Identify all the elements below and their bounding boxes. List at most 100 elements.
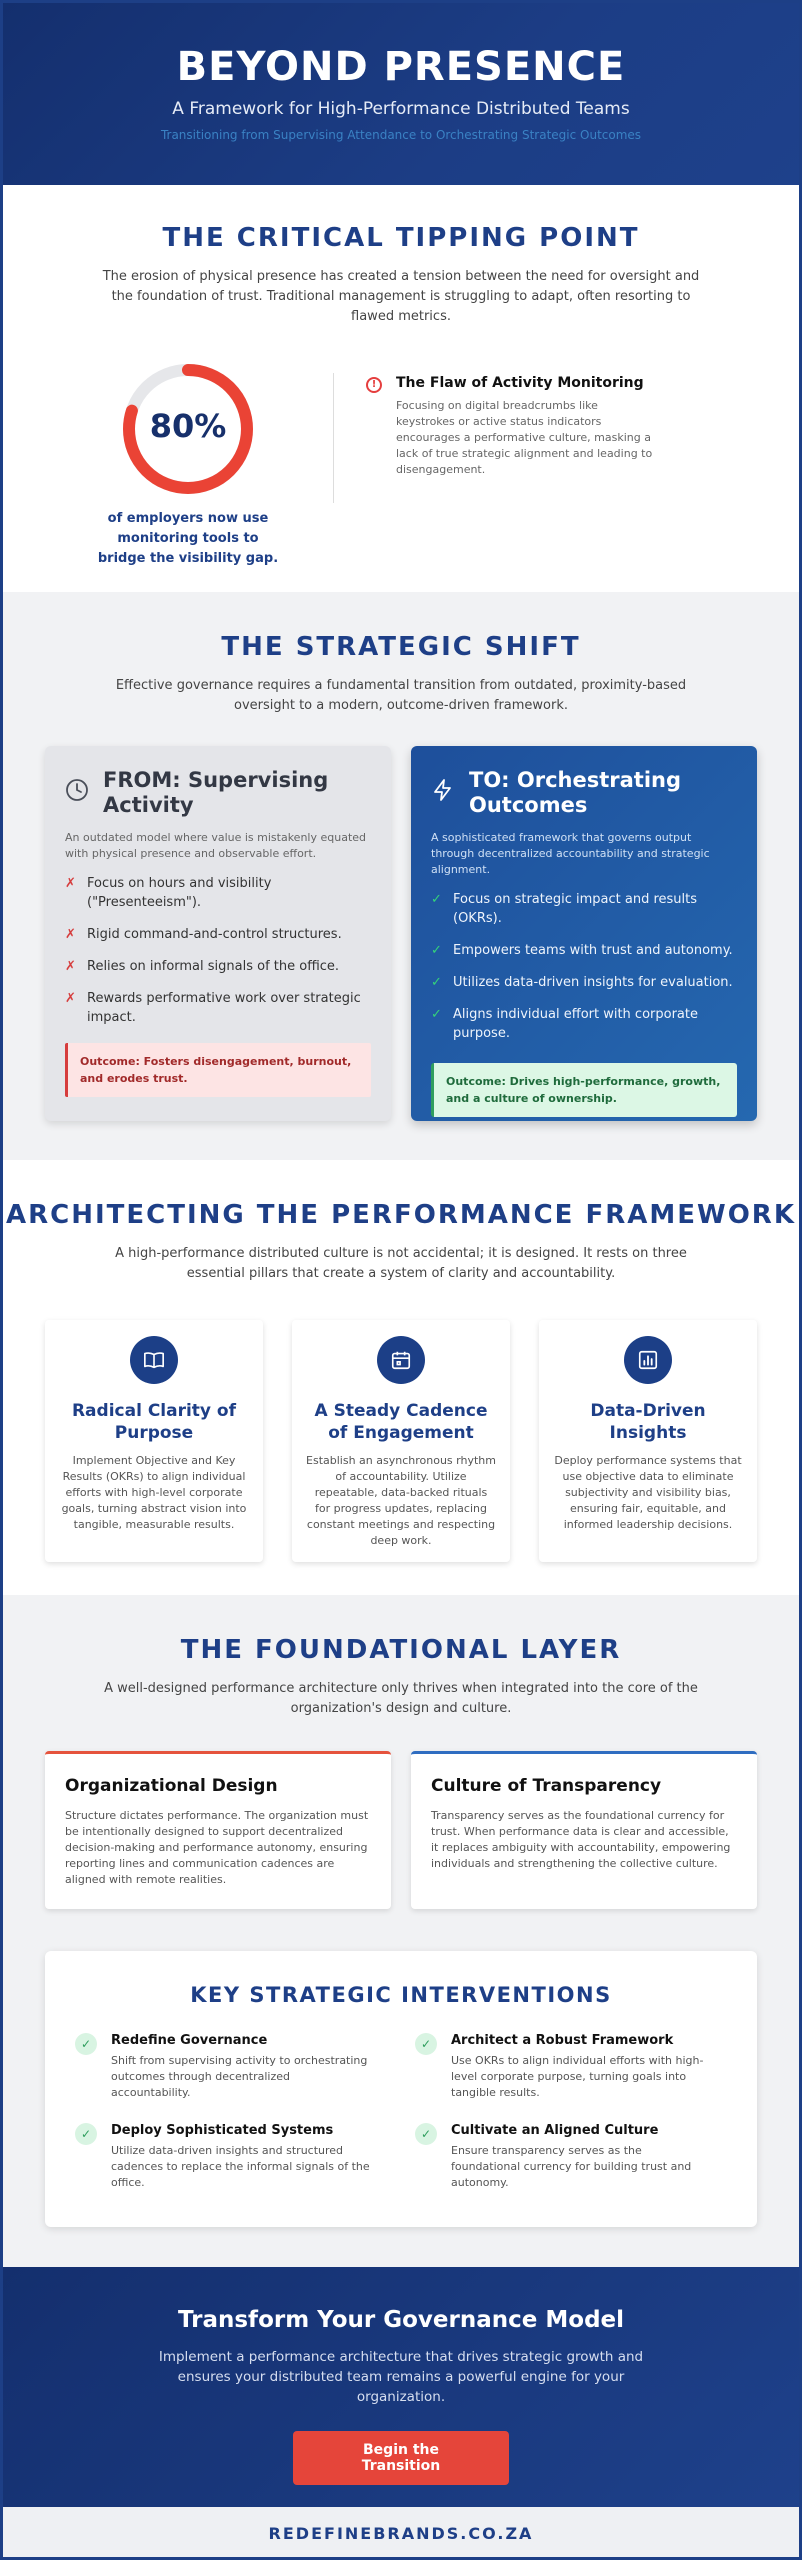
from-desc: An outdated model where value is mistake… xyxy=(65,831,367,860)
pillar-card: Data-Driven Insights Deploy performance … xyxy=(539,1320,757,1562)
found-card-text: Structure dictates performance. The orga… xyxy=(65,1809,369,1886)
list-item: ✓ Focus on strategic impact and results (… xyxy=(431,890,737,928)
cta-text: Implement a performance architecture tha… xyxy=(158,2349,644,2405)
pillar-title: A Steady Cadence of Engagement xyxy=(314,1401,488,1443)
from-list: ✗ Focus on hours and visibility ("Present… xyxy=(65,874,371,1027)
lightning-icon xyxy=(434,779,451,801)
x-mark-icon: ✗ xyxy=(65,927,76,942)
cta-section: Transform Your Governance Model Implemen… xyxy=(3,2267,799,2507)
to-desc: A sophisticated framework that governs o… xyxy=(431,831,710,876)
from-item-text: Rewards performative work over strategic… xyxy=(87,991,361,1025)
found-card-text: Transparency serves as the foundational … xyxy=(431,1809,731,1870)
foundation-section: THE FOUNDATIONAL LAYER A well-designed p… xyxy=(3,1595,799,2267)
list-item: ✓ Aligns individual effort with corporate… xyxy=(431,1005,737,1043)
pillar-text: Establish an asynchronous rhythm of acco… xyxy=(306,1454,496,1547)
foundation-intro: A well-designed performance architecture… xyxy=(104,1681,698,1716)
intervention-item: ✓ Cultivate an Aligned Culture Ensure tr… xyxy=(415,2123,735,2191)
list-item: ✗Relies on informal signals of the offic… xyxy=(65,957,371,976)
to-title: TO: Orchestrating Outcomes xyxy=(469,768,682,817)
check-icon: ✓ xyxy=(75,2033,97,2055)
stat-block: 80% of employers now use monitoring tool… xyxy=(93,361,283,569)
intervention-text: Shift from supervising activity to orche… xyxy=(111,2054,368,2099)
begin-transition-button[interactable]: Begin the Transition xyxy=(293,2431,509,2485)
pillar-card: Radical Clarity of Purpose Implement Obj… xyxy=(45,1320,263,1562)
intervention-item: ✓ Architect a Robust Framework Use OKRs … xyxy=(415,2033,735,2101)
intervention-text: Utilize data-driven insights and structu… xyxy=(111,2144,370,2189)
x-mark-icon: ✗ xyxy=(65,876,76,891)
check-icon: ✓ xyxy=(431,1007,442,1022)
stat-value: 80% xyxy=(149,407,227,445)
to-item-text: Utilizes data-driven insights for evalua… xyxy=(453,975,733,990)
calendar-icon xyxy=(377,1336,425,1384)
x-mark-icon: ✗ xyxy=(65,959,76,974)
check-icon: ✓ xyxy=(431,892,442,907)
interventions-title: KEY STRATEGIC INTERVENTIONS xyxy=(190,1983,612,2007)
divider xyxy=(333,373,334,503)
shift-title: THE STRATEGIC SHIFT xyxy=(221,632,581,662)
book-icon xyxy=(130,1336,178,1384)
alert-circle-icon: ! xyxy=(366,377,382,393)
list-item: ✓ Empowers teams with trust and autonomy. xyxy=(431,941,737,960)
to-list: ✓ Focus on strategic impact and results (… xyxy=(431,890,737,1043)
clock-icon xyxy=(66,779,88,801)
org-design-card: Organizational Design Structure dictates… xyxy=(45,1751,391,1909)
intervention-text: Use OKRs to align individual efforts wit… xyxy=(451,2054,704,2099)
bar-chart-icon xyxy=(624,1336,672,1384)
pillar-title: Data-Driven Insights xyxy=(590,1401,706,1443)
flaw-title: The Flaw of Activity Monitoring xyxy=(396,375,644,391)
list-item: ✗ Focus on hours and visibility ("Present… xyxy=(65,874,371,912)
intervention-item: ✓ Redefine Governance Shift from supervi… xyxy=(75,2033,415,2101)
foundation-title: THE FOUNDATIONAL LAYER xyxy=(180,1635,622,1665)
to-outcome: Outcome: Drives high-performance, growth… xyxy=(431,1063,737,1117)
list-item: ✓ Utilizes data-driven insights for evalu… xyxy=(431,973,737,992)
check-icon: ✓ xyxy=(431,975,442,990)
strategic-shift-section: THE STRATEGIC SHIFT Effective governance… xyxy=(3,592,799,1160)
cta-title: Transform Your Governance Model xyxy=(177,2307,625,2333)
to-item-text: Empowers teams with trust and autonomy. xyxy=(453,943,733,958)
pillar-card: A Steady Cadence of Engagement Establish… xyxy=(292,1320,510,1562)
donut-progress-arc xyxy=(123,364,253,494)
hero-title: BEYOND PRESENCE xyxy=(176,44,626,90)
pillar-text: Deploy performance systems that use obje… xyxy=(554,1454,742,1531)
stat-caption: of employers now use monitoring tools to… xyxy=(97,511,279,566)
check-icon: ✓ xyxy=(431,943,442,958)
footer: REDEFINEBRANDS.CO.ZA xyxy=(3,2507,799,2557)
from-card: FROM: Supervising Activity An outdated m… xyxy=(45,746,391,1121)
flaw-callout: ! The Flaw of Activity Monitoring Focusi… xyxy=(366,375,656,569)
intervention-title: Architect a Robust Framework xyxy=(451,2033,674,2048)
from-outcome: Outcome: Fosters disengagement, burnout,… xyxy=(65,1043,371,1097)
check-icon: ✓ xyxy=(75,2123,97,2145)
from-item-text: Rigid command-and-control structures. xyxy=(87,927,342,942)
check-icon: ✓ xyxy=(415,2033,437,2055)
framework-section: ARCHITECTING THE PERFORMANCE FRAMEWORK A… xyxy=(3,1160,799,1595)
pillar-title: Radical Clarity of Purpose xyxy=(71,1401,237,1443)
intervention-title: Redefine Governance xyxy=(111,2033,268,2048)
to-item-text: Focus on strategic impact and results (O… xyxy=(453,892,698,926)
flaw-text: Focusing on digital breadcrumbs like key… xyxy=(396,399,653,476)
found-card-title: Culture of Transparency xyxy=(431,1776,662,1796)
framework-intro: A high-performance distributed culture i… xyxy=(115,1246,687,1281)
shift-intro: Effective governance requires a fundamen… xyxy=(115,678,687,713)
intervention-text: Ensure transparency serves as the founda… xyxy=(451,2144,692,2189)
transparency-card: Culture of Transparency Transparency ser… xyxy=(411,1751,757,1909)
list-item: ✗ Rigid command-and-control structures. xyxy=(65,925,371,944)
hero-header: BEYOND PRESENCE A Framework for High-Per… xyxy=(3,3,799,185)
to-item-text: Aligns individual effort with corporate … xyxy=(453,1007,698,1041)
from-title: FROM: Supervising Activity xyxy=(103,768,329,817)
tipping-title: THE CRITICAL TIPPING POINT xyxy=(162,223,640,253)
stat-donut: 80% xyxy=(120,361,256,497)
footer-site-link[interactable]: REDEFINEBRANDS.CO.ZA xyxy=(268,2524,534,2543)
x-mark-icon: ✗ xyxy=(65,991,76,1006)
intervention-title: Cultivate an Aligned Culture xyxy=(451,2123,659,2138)
framework-title: ARCHITECTING THE PERFORMANCE FRAMEWORK xyxy=(6,1200,796,1230)
list-item: ✗ Rewards performative work over strategi… xyxy=(65,989,371,1027)
to-card: TO: Orchestrating Outcomes A sophisticat… xyxy=(411,746,757,1121)
pillar-text: Implement Objective and Key Results (OKR… xyxy=(61,1454,247,1531)
tipping-point-section: THE CRITICAL TIPPING POINT The erosion o… xyxy=(3,185,799,592)
found-card-title: Organizational Design xyxy=(65,1776,278,1796)
from-item-text: Focus on hours and visibility ("Presente… xyxy=(87,876,272,910)
hero-subtitle: A Framework for High-Performance Distrib… xyxy=(172,99,630,119)
check-icon: ✓ xyxy=(415,2123,437,2145)
intervention-item: ✓ Deploy Sophisticated Systems Utilize d… xyxy=(75,2123,415,2191)
